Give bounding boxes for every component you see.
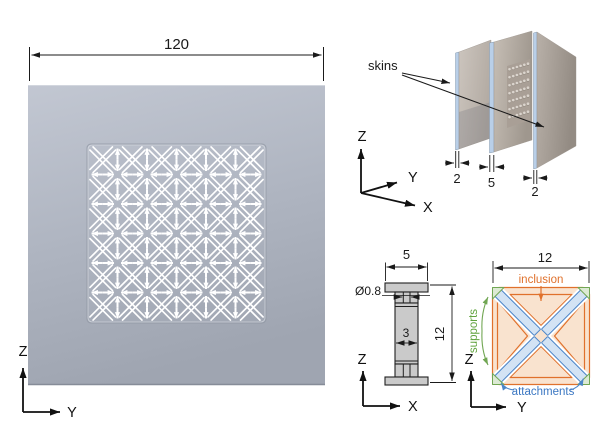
bottom-pin-band xyxy=(394,363,419,378)
thickness-dims xyxy=(445,151,548,184)
dim-120 xyxy=(29,47,324,81)
attachment-bars xyxy=(492,287,590,385)
core-edge xyxy=(489,41,495,154)
attachment-bar-tl xyxy=(492,287,543,338)
skin2-edge xyxy=(533,31,538,170)
dim-hole xyxy=(382,294,430,300)
skins-leader-1 xyxy=(401,72,451,84)
supports-label: supports xyxy=(468,309,480,353)
core-lattice-dots xyxy=(508,62,530,120)
supports-arrows xyxy=(481,296,489,366)
top-pin-band xyxy=(394,291,419,304)
unit-cell-view: 12 xyxy=(465,250,591,416)
attachments-arrows xyxy=(500,378,584,391)
dim-cell xyxy=(492,261,590,283)
x-axis-label: X xyxy=(423,200,433,216)
bottom-flange xyxy=(384,376,429,386)
y-axis-label: Y xyxy=(408,170,418,186)
inclusion-lobes xyxy=(496,293,586,379)
skins-leader-2 xyxy=(401,74,545,128)
x-axis-arrow xyxy=(360,192,416,207)
z-axis-label: Z xyxy=(358,129,367,145)
support-bl xyxy=(492,373,505,385)
dim-width xyxy=(385,262,428,281)
dim-core-label: 3 xyxy=(403,326,410,340)
z-axis-label: Z xyxy=(358,352,367,368)
y-axis-arrow xyxy=(360,181,398,194)
inclusion-lobe-left xyxy=(496,300,529,372)
y-axis-label: Y xyxy=(517,400,527,416)
z-axis-label: Z xyxy=(465,352,474,368)
y-axis-label: Y xyxy=(67,405,77,421)
z-axis-label: Z xyxy=(19,344,28,360)
inclusion-lobe-right xyxy=(553,300,586,372)
attachments-label: attachments xyxy=(512,386,575,398)
plate-front-view: 120 Z Y xyxy=(19,36,325,421)
x-axis-label: X xyxy=(408,399,418,415)
resonator-section-view: 5 Ø0.8 3 12 Z X xyxy=(355,247,456,415)
lattice-window-highlight xyxy=(87,144,266,323)
inclusion-label: inclusion xyxy=(519,274,564,286)
dim-width-label: 5 xyxy=(403,247,410,262)
dim-120-label: 120 xyxy=(164,36,189,53)
dim-core-thickness: 5 xyxy=(488,175,495,190)
dim-height-label: 12 xyxy=(432,327,447,341)
skin1-shadow xyxy=(459,102,491,149)
skins-label: skins xyxy=(368,58,398,73)
lattice-cut-pattern xyxy=(89,146,264,321)
skins-exploded-view: skins 2 5 2 Z Y X xyxy=(357,30,577,216)
resonator-details xyxy=(395,292,418,377)
corner-supports xyxy=(492,287,590,385)
dim-height xyxy=(430,284,456,383)
support-tr xyxy=(577,287,590,300)
skins-leaders xyxy=(401,72,545,128)
skin1-edge xyxy=(455,51,460,151)
resonator-body xyxy=(384,282,429,386)
dim-skin1-thickness: 2 xyxy=(453,171,460,186)
axes-cell xyxy=(467,371,506,411)
dim-skin2-thickness: 2 xyxy=(531,184,538,199)
plate-face xyxy=(28,85,325,385)
dim-cell-label: 12 xyxy=(538,250,552,265)
axes-resonator xyxy=(359,371,400,410)
support-tl xyxy=(492,287,505,300)
axes-plate xyxy=(19,368,60,416)
skin2-face xyxy=(536,31,577,169)
lattice-window-groove xyxy=(86,143,267,324)
inclusion-lobe-bottom xyxy=(509,345,573,379)
axes-skins xyxy=(357,149,416,207)
dim-hole-label: Ø0.8 xyxy=(355,284,381,298)
top-flange xyxy=(384,282,429,293)
